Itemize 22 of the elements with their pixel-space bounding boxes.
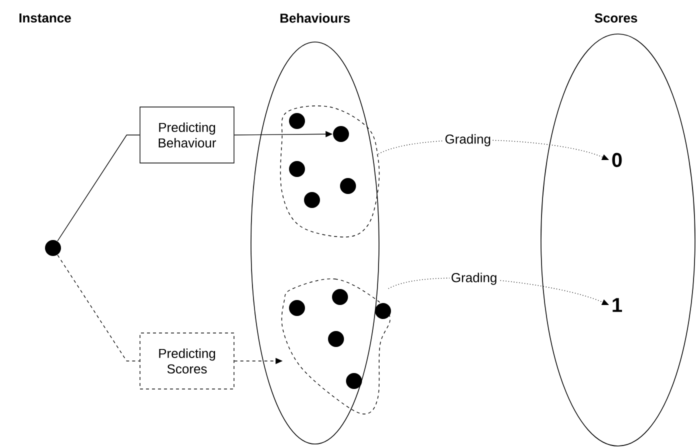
dot bbox=[304, 192, 320, 208]
dot bbox=[328, 331, 344, 347]
dot bbox=[375, 303, 391, 319]
process-box: Predicting Scores bbox=[140, 332, 234, 390]
edge-label: Grading bbox=[443, 132, 493, 148]
node-label: Behaviours bbox=[280, 13, 350, 23]
dot bbox=[346, 373, 362, 389]
dashed-region bbox=[281, 278, 390, 414]
dot bbox=[289, 300, 305, 316]
process-box: Predicting Behaviour bbox=[140, 106, 234, 164]
dashed-region bbox=[280, 106, 380, 238]
dot bbox=[333, 126, 349, 142]
dot bbox=[289, 161, 305, 177]
score-value: 1 bbox=[612, 298, 622, 312]
dot bbox=[340, 178, 356, 194]
edge-label: Grading bbox=[449, 271, 499, 286]
dot bbox=[289, 113, 305, 129]
node-label: Scores bbox=[594, 13, 638, 23]
dot bbox=[332, 289, 348, 305]
dot bbox=[45, 240, 61, 256]
score-value: 0 bbox=[612, 152, 622, 168]
column-heading: Instance bbox=[20, 13, 71, 23]
